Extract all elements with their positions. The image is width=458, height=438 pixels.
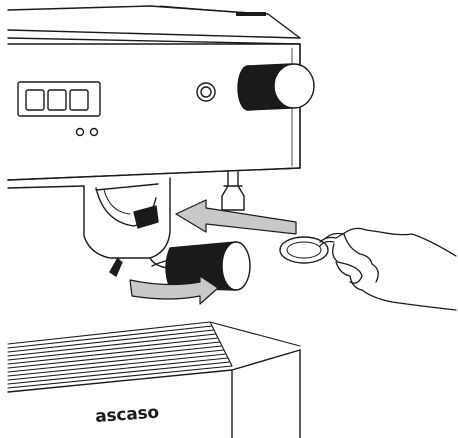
hand (320, 228, 456, 310)
insert-pod-arrow (176, 200, 296, 234)
indicator-lights (77, 129, 98, 136)
steam-knob (238, 64, 314, 110)
round-switch (197, 83, 215, 101)
machine-top (8, 6, 300, 44)
control-panel-buttons (18, 82, 100, 116)
group-head (84, 178, 170, 258)
steam-wand (222, 172, 244, 210)
portafilter (110, 258, 172, 276)
